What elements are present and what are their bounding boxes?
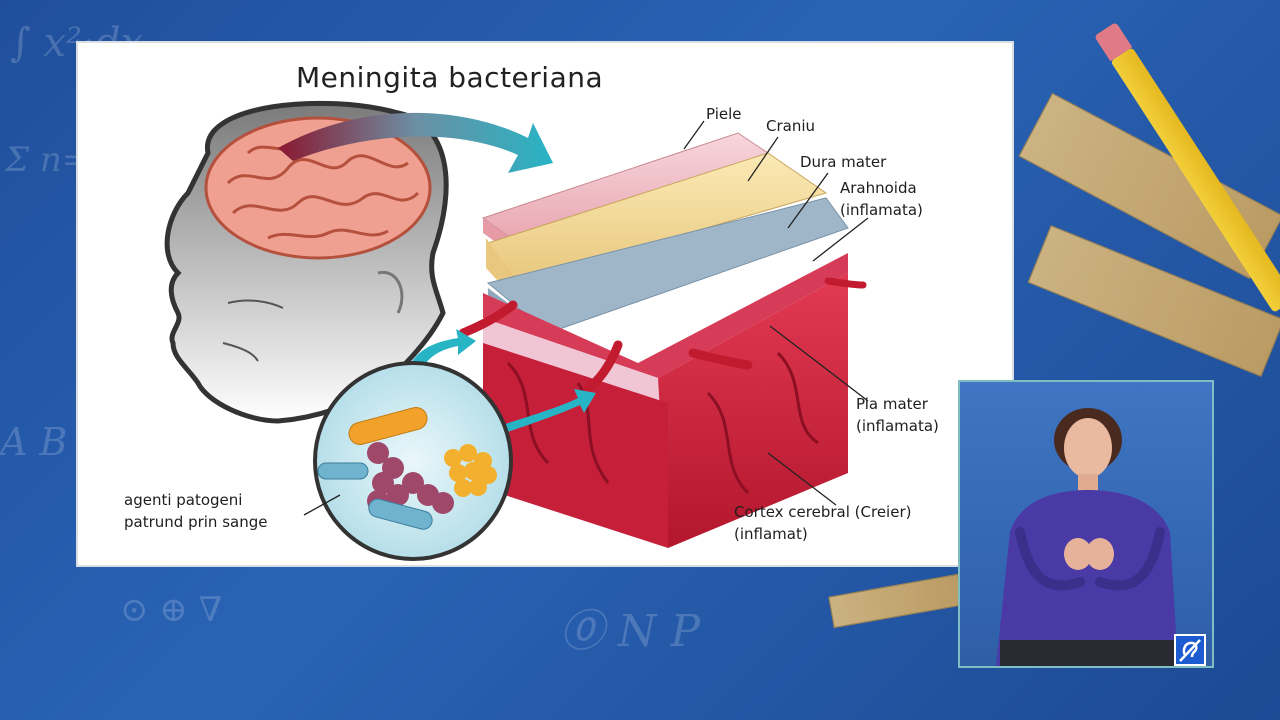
interpreter-figure bbox=[996, 408, 1180, 666]
label-agenti-patogeni: agenti patogeni patrund prin sange bbox=[124, 489, 267, 533]
slide: Meningita bacteriana bbox=[76, 41, 1014, 567]
brain-icon bbox=[204, 116, 432, 260]
bacteria-magnifier bbox=[313, 361, 513, 561]
label-line: (inflamat) bbox=[734, 525, 808, 543]
label-line: Cortex cerebral (Creier) bbox=[734, 503, 912, 521]
arrow-icon bbox=[493, 389, 596, 436]
label-line: (inflamata) bbox=[856, 417, 939, 435]
label-line: Pia mater bbox=[856, 395, 928, 413]
label-line: patrund prin sange bbox=[124, 513, 268, 531]
label-piele: Piele bbox=[706, 105, 742, 123]
label-pia-mater: Pia mater (inflamata) bbox=[856, 393, 939, 437]
label-arahnoida: Arahnoida (inflamata) bbox=[840, 177, 923, 221]
label-dura-mater: Dura mater bbox=[800, 153, 887, 171]
meningitis-illustration bbox=[164, 100, 869, 561]
arrow-icon bbox=[278, 112, 553, 173]
ruler-decoration bbox=[828, 573, 964, 629]
label-line: agenti patogeni bbox=[124, 491, 243, 509]
label-cortex: Cortex cerebral (Creier) (inflamat) bbox=[734, 501, 911, 545]
slide-title: Meningita bacteriana bbox=[296, 61, 604, 94]
hearing-impaired-icon bbox=[1174, 634, 1206, 666]
chalk-scribble: ⓪ N P bbox=[560, 606, 701, 657]
label-line: Arahnoida bbox=[840, 179, 917, 197]
arrow-icon bbox=[403, 329, 476, 388]
sign-language-interpreter-video bbox=[958, 380, 1214, 668]
label-line: (inflamata) bbox=[840, 201, 923, 219]
chalk-scribble: ⊙ ⊕ ∇ bbox=[120, 590, 223, 630]
label-craniu: Craniu bbox=[766, 117, 816, 135]
meninges-block bbox=[458, 132, 867, 548]
label-leader-lines bbox=[303, 120, 869, 516]
ear-icon bbox=[1179, 639, 1201, 662]
